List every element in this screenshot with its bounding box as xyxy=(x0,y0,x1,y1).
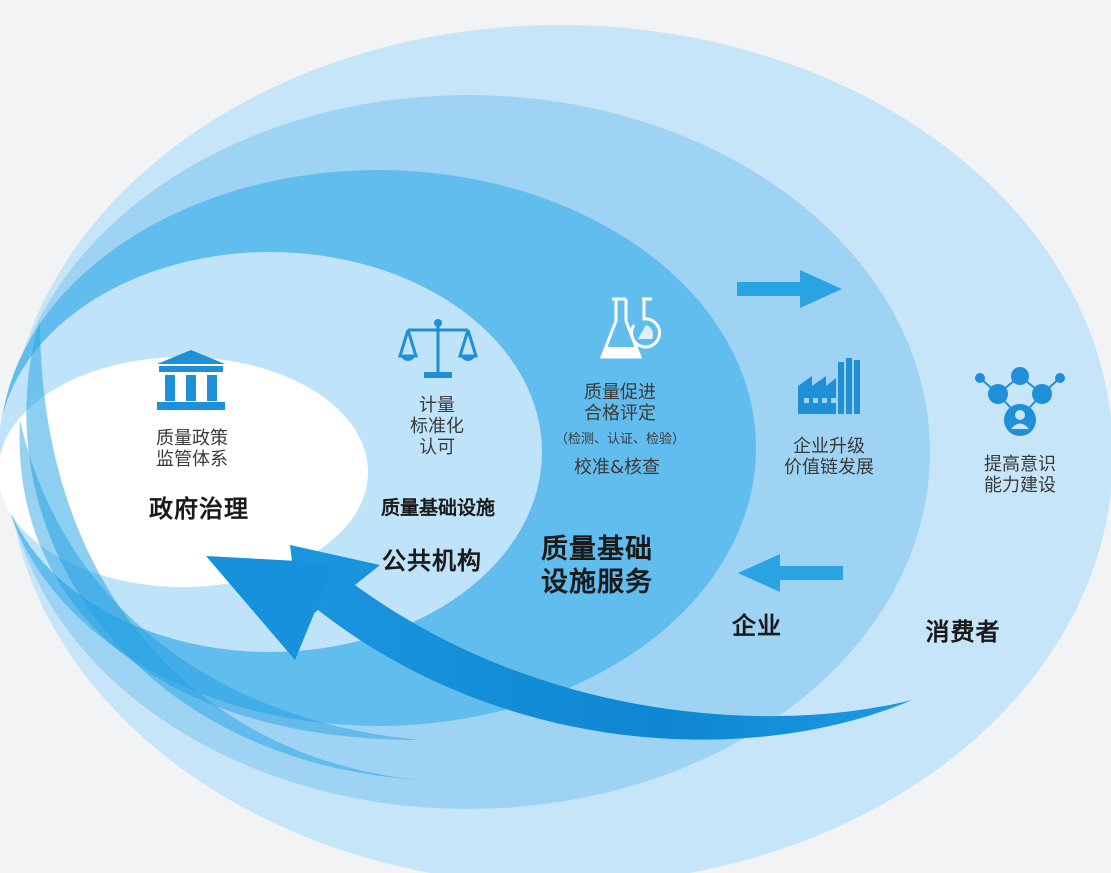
services-title-line-1: 质量基础 xyxy=(541,534,653,565)
factory-icon xyxy=(798,358,860,414)
consumers-description: 提高意识 能力建设 xyxy=(984,454,1056,496)
core-line-1: 质量政策 xyxy=(156,428,228,449)
services-line-2: 合格评定 xyxy=(584,403,656,424)
people-network-icon xyxy=(975,367,1065,436)
balance-scale-icon xyxy=(398,319,478,378)
institutions-line-2: 标准化 xyxy=(410,416,464,437)
consumers-line-2: 能力建设 xyxy=(984,475,1056,496)
institutions-line-3: 认可 xyxy=(419,437,455,458)
enterprises-line-1: 企业升级 xyxy=(793,436,865,457)
right-arrow-icon xyxy=(737,270,842,308)
services-description: 质量促进 合格评定 xyxy=(584,382,656,424)
services-line-after: 校准&核查 xyxy=(573,457,661,478)
lab-flask-icon xyxy=(600,297,662,359)
institutions-description: 计量 标准化 认可 xyxy=(410,395,464,458)
institutions-subtitle: 质量基础设施 xyxy=(380,497,496,519)
enterprises-title: 企业 xyxy=(732,612,782,640)
consumers-title: 消费者 xyxy=(925,618,1001,646)
government-building-icon xyxy=(157,350,225,410)
institutions-line-1: 计量 xyxy=(419,395,455,416)
core-description: 质量政策 监管体系 xyxy=(156,428,228,470)
services-title-line-2: 设施服务 xyxy=(541,567,653,598)
feedback-swoosh-arrow-icon xyxy=(206,545,912,740)
services-line-1: 质量促进 xyxy=(584,382,656,403)
enterprises-description: 企业升级 价值链发展 xyxy=(784,436,874,478)
services-title: 质量基础 设施服务 xyxy=(541,533,653,599)
core-circle xyxy=(0,357,368,587)
left-arrow-icon xyxy=(738,554,843,592)
services-note: （检测、认证、检验） xyxy=(554,432,686,447)
enterprises-line-2: 价值链发展 xyxy=(784,457,874,478)
core-line-2: 监管体系 xyxy=(156,449,228,470)
consumers-line-1: 提高意识 xyxy=(984,454,1056,475)
core-title: 政府治理 xyxy=(149,495,249,523)
institutions-title: 公共机构 xyxy=(382,547,482,575)
